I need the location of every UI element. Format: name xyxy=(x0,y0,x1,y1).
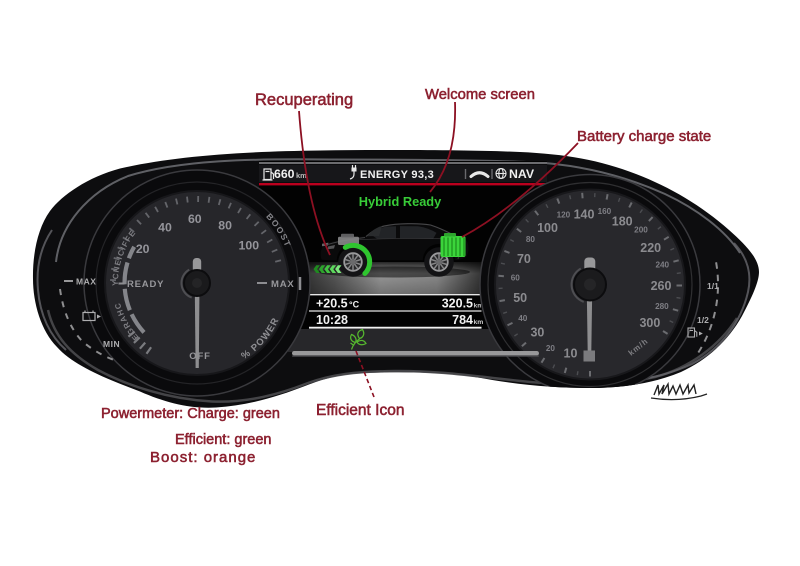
svg-text:160: 160 xyxy=(598,207,612,216)
svg-text:320.5: 320.5 xyxy=(442,297,473,311)
svg-text:40: 40 xyxy=(158,221,172,235)
svg-text:180: 180 xyxy=(612,215,633,229)
svg-text:70: 70 xyxy=(517,252,531,266)
svg-text:660: 660 xyxy=(274,167,295,181)
svg-text:1/2: 1/2 xyxy=(697,315,709,325)
svg-text:80: 80 xyxy=(218,219,232,233)
svg-text:100: 100 xyxy=(537,221,558,235)
svg-text:40: 40 xyxy=(518,314,528,323)
svg-text:260: 260 xyxy=(651,279,672,293)
svg-text:200: 200 xyxy=(634,226,648,235)
svg-text:+20.5: +20.5 xyxy=(316,297,348,311)
svg-text:Efficient: green: Efficient: green xyxy=(175,432,271,448)
svg-text:60: 60 xyxy=(511,273,521,282)
svg-text:NAV: NAV xyxy=(509,167,535,181)
svg-text:220: 220 xyxy=(640,241,661,255)
svg-text:MIN: MIN xyxy=(103,339,120,349)
svg-text:20: 20 xyxy=(546,344,556,353)
svg-text:1/1: 1/1 xyxy=(707,281,719,291)
svg-text:ENERGY 93,3: ENERGY 93,3 xyxy=(360,169,434,181)
svg-text:OFF: OFF xyxy=(189,351,210,362)
svg-text:30: 30 xyxy=(530,326,544,340)
svg-text:°C: °C xyxy=(349,300,360,310)
svg-text:Efficient Icon: Efficient Icon xyxy=(316,402,404,419)
svg-text:READY: READY xyxy=(127,279,164,290)
svg-text:80: 80 xyxy=(526,235,536,244)
svg-text:300: 300 xyxy=(639,316,660,330)
svg-text:20: 20 xyxy=(136,242,150,256)
svg-text:Powermeter: Charge: green: Powermeter: Charge: green xyxy=(101,406,280,422)
svg-text:100: 100 xyxy=(239,238,260,252)
svg-text:60: 60 xyxy=(188,212,202,226)
svg-text:Recuperating: Recuperating xyxy=(255,91,353,109)
svg-text:MAX: MAX xyxy=(76,277,96,287)
svg-text:Welcome screen: Welcome screen xyxy=(425,87,535,103)
svg-text:km: km xyxy=(296,171,307,180)
svg-text:MAX: MAX xyxy=(271,279,295,290)
svg-text:120: 120 xyxy=(557,210,571,219)
svg-text:Battery charge state: Battery charge state xyxy=(577,128,711,145)
svg-text:50: 50 xyxy=(513,291,527,305)
svg-text:Boost: orange: Boost: orange xyxy=(150,449,256,466)
svg-text:240: 240 xyxy=(655,261,669,270)
svg-text:10:28: 10:28 xyxy=(316,313,348,327)
svg-text:Hybrid Ready: Hybrid Ready xyxy=(359,194,442,209)
svg-text:10: 10 xyxy=(564,346,578,360)
svg-text:784: 784 xyxy=(452,313,473,327)
svg-text:140: 140 xyxy=(574,207,595,221)
svg-text:km: km xyxy=(474,319,484,326)
svg-text:280: 280 xyxy=(655,302,669,311)
svg-text:km: km xyxy=(474,303,484,310)
